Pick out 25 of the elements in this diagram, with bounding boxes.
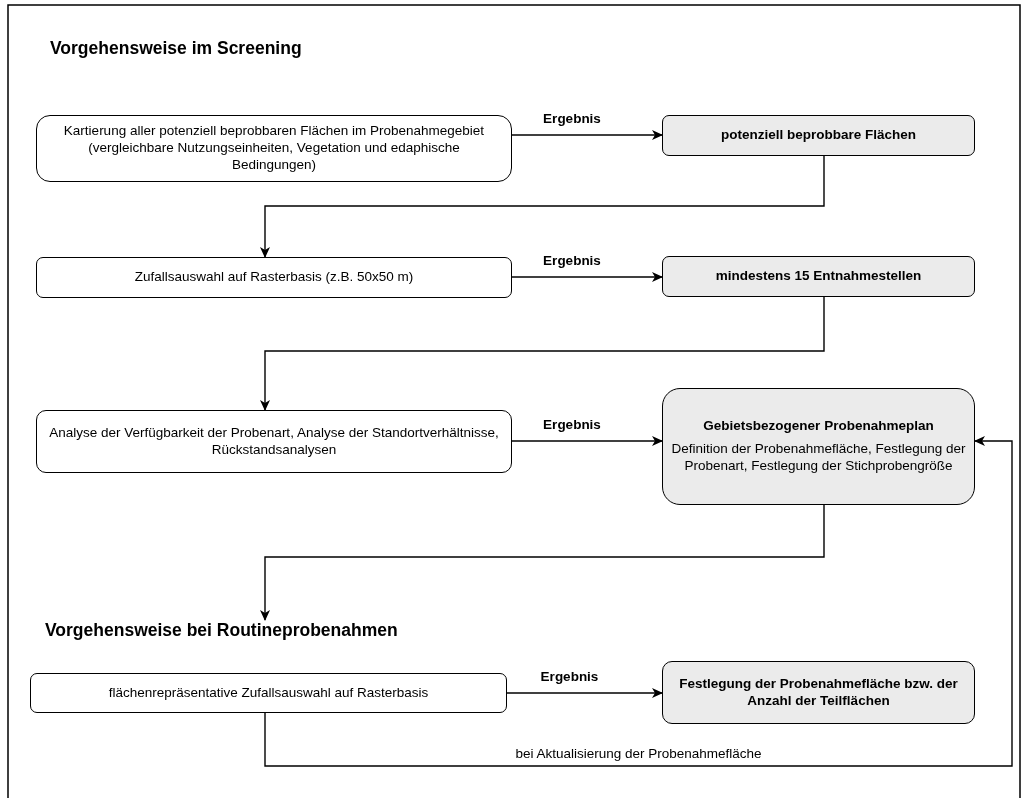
- process-box: Kartierung aller potenziell beprobbaren Flächen im Probenahmegebiet (vergleichbare Nutzungseinheiten, Vegetation und edaphische Bedingungen): [36, 115, 512, 182]
- arrow: [511, 436, 663, 446]
- arrow: [260, 504, 825, 621]
- arrow: [260, 155, 825, 258]
- result-box: [662, 388, 975, 505]
- edge-label: Ergebnis: [538, 669, 601, 684]
- diagram-title: Vorgehensweise im Screening: [50, 38, 302, 59]
- process-box: Zufallsauswahl auf Rasterbasis (z.B. 50x50 m): [36, 257, 512, 298]
- process-box: flächenrepräsentative Zufallsauswahl auf Rasterbasis: [30, 673, 507, 713]
- result-box: Festlegung der Probenahmefläche bzw. der Anzahl der Teilflächen: [662, 661, 975, 724]
- edge-label: Ergebnis: [541, 253, 603, 268]
- edge-label: Ergebnis: [541, 417, 603, 432]
- section-heading: Vorgehensweise bei Routineprobenahmen: [45, 620, 515, 646]
- arrow: [511, 272, 663, 282]
- edge-label: Ergebnis: [541, 111, 603, 126]
- arrow: [506, 688, 663, 698]
- process-box: Analyse der Verfügbarkeit der Probenart, Analyse der Standortverhältnisse, Rückstandsanalysen: [36, 410, 512, 473]
- result-box: potenziell beprobbare Flächen: [662, 115, 975, 156]
- result-box: mindestens 15 Entnahmestellen: [662, 256, 975, 297]
- edge-label: bei Aktualisierung der Probenahmefläche: [513, 746, 764, 761]
- box-text: Definition der Probenahmefläche, Festlegung der Probenart, Festlegung der Stichprobengröße: [671, 441, 966, 475]
- arrow: [264, 436, 1013, 767]
- box-heading: Gebietsbezogener Probenahmeplan: [703, 418, 934, 436]
- arrow: [260, 296, 825, 411]
- arrow: [511, 130, 663, 140]
